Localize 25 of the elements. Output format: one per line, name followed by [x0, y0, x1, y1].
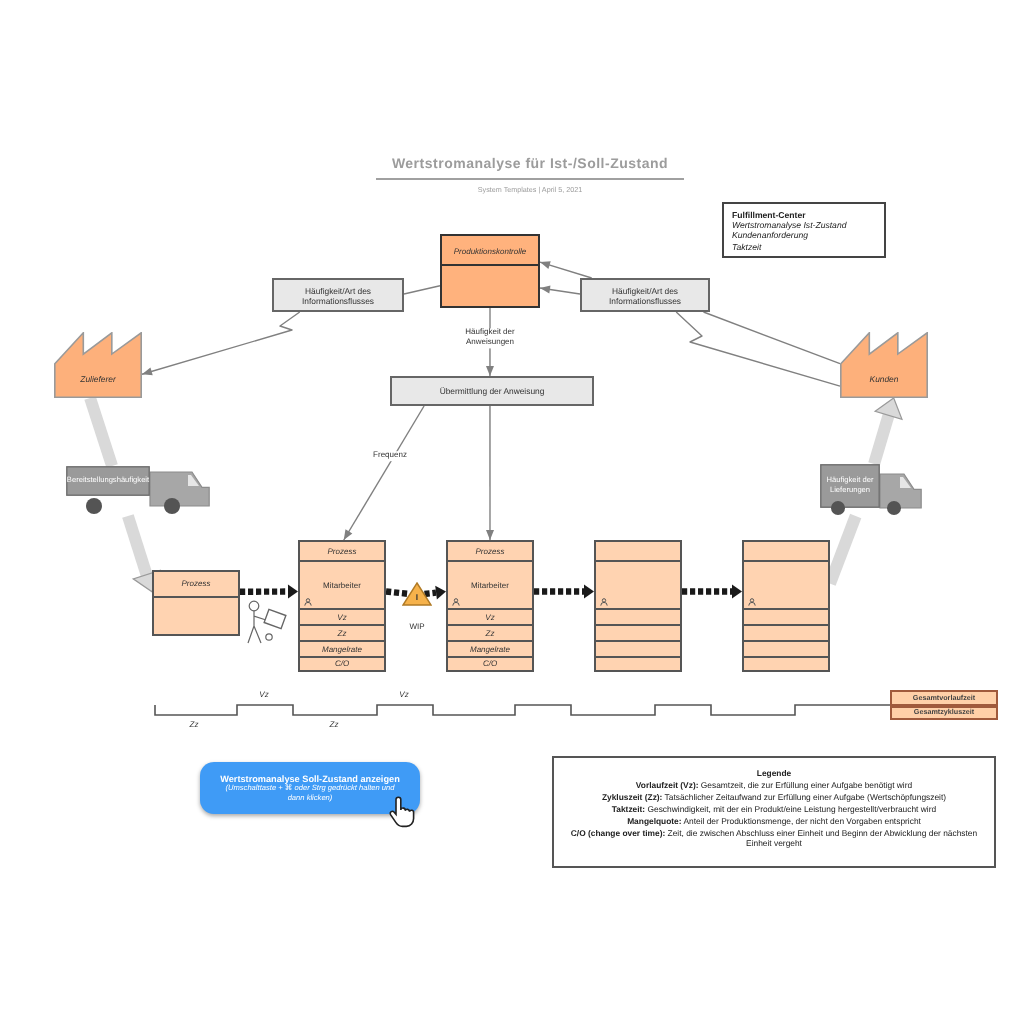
note-box [722, 202, 886, 258]
info-box [390, 376, 594, 406]
shipment-arrow [868, 397, 903, 466]
arrow [486, 405, 494, 541]
arrow [539, 261, 593, 279]
push-arrow [240, 584, 298, 599]
process-box [152, 570, 240, 636]
legend-box [552, 756, 996, 868]
process-box [298, 540, 386, 672]
info-box [272, 278, 404, 312]
arrow [343, 405, 425, 541]
connector-line [403, 285, 441, 295]
arrow [141, 311, 301, 376]
process-box [594, 540, 682, 672]
info-box [580, 278, 710, 312]
connector-line [675, 311, 841, 387]
push-arrow [424, 585, 446, 600]
arrow [539, 285, 581, 295]
process-box [742, 540, 830, 672]
summary-box [890, 690, 998, 705]
process-box [446, 540, 534, 672]
push-arrow [534, 584, 594, 599]
control-box [440, 234, 540, 308]
push-arrow [682, 584, 742, 599]
connector-line [702, 311, 841, 365]
